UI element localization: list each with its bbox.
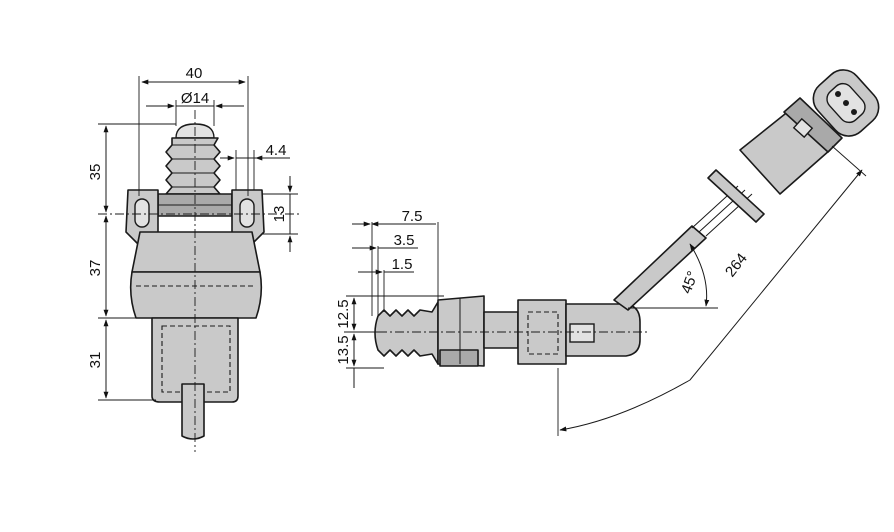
dim-cable-length: 264 [722, 250, 751, 280]
dim-tip-diameter: Ø14 [181, 90, 209, 107]
dim-offset-a: 7.5 [402, 208, 423, 225]
dim-height-b: 13.5 [335, 335, 352, 364]
dim-lug-height: 13 [271, 206, 288, 223]
dim-offset-c: 1.5 [392, 256, 413, 273]
dim-body-height: 37 [87, 260, 104, 277]
front-view [98, 110, 300, 452]
dim-upper-height: 35 [87, 164, 104, 181]
dim-lug-thickness: 4.4 [266, 142, 287, 159]
dim-overall-width: 40 [186, 65, 203, 82]
side-flange [437, 295, 485, 367]
cable [181, 383, 205, 440]
dim-height-a: 12.5 [335, 299, 352, 328]
side-grommet [707, 169, 765, 223]
connector-face [812, 69, 880, 137]
body-shoulder [131, 231, 261, 273]
side-collar [483, 311, 519, 349]
main-body [129, 271, 263, 319]
dim-offset-b: 3.5 [394, 232, 415, 249]
dim-angle: 45° [678, 269, 702, 296]
side-view [344, 69, 880, 367]
side-connector-head [783, 97, 843, 153]
side-angled-cable [613, 225, 707, 311]
ribbed-nose [165, 137, 221, 195]
side-view-dimensions: 7.5 3.5 1.5 12.5 13.5 45° 264 [335, 145, 867, 436]
dim-lower-height: 31 [87, 352, 104, 369]
side-ribbed-nose [374, 301, 439, 365]
front-view-dimensions: 40 Ø14 4.4 13 35 37 31 [87, 65, 298, 401]
